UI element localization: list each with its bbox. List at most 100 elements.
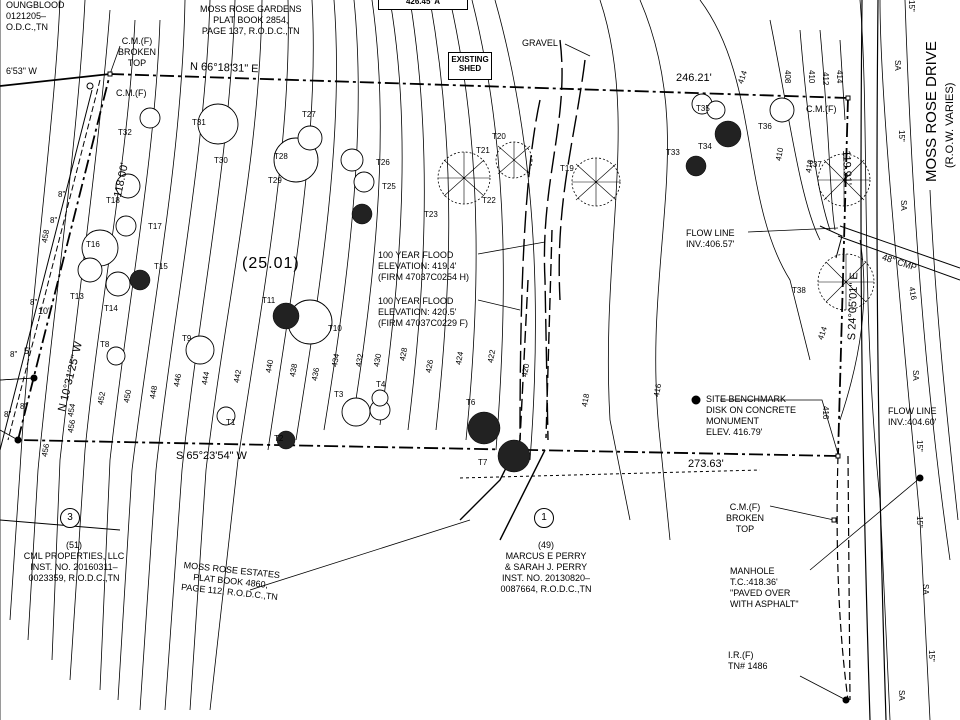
tree-tag: T28 [274,152,288,161]
road-mark: SA [911,370,920,381]
road-row: (R.O.W. VARIES) [944,82,956,168]
left-mark: 8" [58,190,66,199]
left-mark: 8" [50,216,58,225]
parcel-1-marker: 1 [534,508,554,528]
parcel-1-owner2: & SARAH J. PERRY [504,562,588,572]
tree-tag: T32 [118,128,132,137]
shed-line1: EXISTING [451,55,489,64]
road-mark: SA [899,200,908,211]
tree-tag: T29 [268,176,282,185]
tree-tag: T21 [476,146,490,155]
bearing-fragment-topleft: 6'53" W [6,66,37,76]
tree-tag: T25 [382,182,396,191]
road-mark: SA [921,584,930,595]
manhole-line3: "PAVED OVER [730,588,791,598]
south-boundary-bearing: S 65°23'54" W [176,450,247,462]
road-mark: SA [897,690,906,701]
contour-label: 410 [807,70,816,84]
manhole-line1: MANHOLE [730,566,775,576]
shed-line2: SHED [458,64,482,73]
plat-moss-rose-gardens: MOSS ROSE GARDENS PLAT BOOK 2854, PAGE 1… [200,4,302,37]
cm-broken-line3: TOP [127,58,147,68]
tree-tag: T36 [758,122,772,131]
benchmark-line1: SITE BENCHMARK [706,394,787,404]
flood-a-line1: 100 YEAR FLOOD [378,250,454,260]
cm-broken-line2: BROKEN [118,47,157,57]
manhole-line4: WITH ASPHALT" [730,599,799,609]
tree-tag: T17 [148,222,162,231]
road-mark: 15" [915,516,924,528]
tree-tag: T7 [478,458,488,467]
parcel-1-info: (49) MARCUS E PERRY & SARAH J. PERRY INS… [484,540,608,595]
parcel-area-label: (25.01) [242,255,300,272]
cm-broken-east-line3: TOP [735,524,755,534]
west-fragment-5: 5' [24,346,31,356]
owner-northwest: OUNGBLOOD 0121205– O.D.C.,TN [6,0,65,33]
tree-tag: T14 [104,304,118,313]
north-boundary-distance: 246.21' [676,72,712,84]
left-mark: 8" [20,402,28,411]
tree-tag: T15 [154,262,168,271]
tree-tag: T6 [466,398,476,407]
road-mark: 15" [915,440,924,452]
manhole-label: MANHOLE T.C.:418.36' "PAVED OVER WITH AS… [730,566,799,610]
east-boundary-distance: 119.91' [840,150,854,186]
flood-elevation-a: 100 YEAR FLOOD ELEVATION: 419.4' (FIRM 4… [378,250,469,283]
tree-tag: T8 [100,340,110,349]
tree-tag: T31 [192,118,206,127]
cm-west-label: C.M.(F) [116,88,147,98]
tree-tag: T34 [698,142,712,151]
cm-broken-east-line2: BROKEN [726,513,765,523]
manhole-line2: T.C.:418.36' [730,577,778,587]
parcel-3-marker: 3 [60,508,80,528]
benchmark-line4: ELEV. 416.79' [706,427,763,437]
tree-tag: T35 [696,104,710,113]
tree-tag: T27 [302,110,316,119]
tree-tag: T38 [792,286,806,295]
benchmark-line3: MONUMENT [706,416,759,426]
tree-tag: T18 [106,196,120,205]
tree-tag: T23 [424,210,438,219]
cm-broken-line1: C.M.(F) [121,36,153,46]
cm-broken-top-east: C.M.(F) BROKEN TOP [726,502,764,535]
flood-b-line1: 100 YEAR FLOOD [378,296,454,306]
owner-northwest-line1: OUNGBLOOD [6,0,65,10]
left-mark: 8" [10,350,18,359]
cm-broken-top-west: C.M.(F) BROKEN TOP [118,36,156,69]
tree-tag: T33 [666,148,680,157]
tree-tag: T11 [262,296,276,305]
contour-label: 416 [821,406,830,420]
existing-shed-box: EXISTING SHED [448,52,492,80]
flood-b-line3: (FIRM 47037C0229 F) [378,318,469,328]
road-mark: SA [893,60,902,71]
tree-tag: T4 [376,380,386,389]
site-benchmark: SITE BENCHMARK DISK ON CONCRETE MONUMENT… [706,394,796,438]
parcel-3-lot: (51) [65,540,82,550]
parcel-3-inst2: 0023359, R.O.D.C.,TN [28,573,120,583]
west-fragment-10: 10' [38,306,50,316]
road-mark: 15" [897,130,906,142]
tree-tag: T16 [86,240,100,249]
tree-tag: T37 [808,160,822,169]
tree-tag: T13 [70,292,84,301]
tree-tag: T30 [214,156,228,165]
east-boundary-bearing: S 24°05'01" E [846,272,861,341]
flood-a-line2: ELEVATION: 419.4' [378,261,457,271]
tree-tag: T10 [328,324,342,333]
plat-gardens-line1: MOSS ROSE GARDENS [200,4,302,14]
owner-northwest-line2: 0121205– [6,11,47,21]
road-name: MOSS ROSE DRIVE [923,41,940,182]
iron-rod-label: I.R.(F) TN# 1486 [728,650,768,672]
top-label-box: 426.45' A [378,0,468,10]
parcel-1-inst2: 0087664, R.O.D.C.,TN [500,584,592,594]
left-mark: 8" [4,410,12,419]
cm-east-label: C.M.(F) [806,104,837,114]
parcel-1-inst: INST. NO. 20130820– [501,573,591,583]
tree-tag: T9 [182,334,192,343]
plat-gardens-line3: PAGE 137, R.O.D.C.,TN [201,26,300,36]
iron-rod-line2: TN# 1486 [728,661,768,671]
contour-label: 414 [835,70,844,84]
tree-tag: T26 [376,158,390,167]
flow-line-east: FLOW LINE INV.:404.60' [888,406,937,428]
